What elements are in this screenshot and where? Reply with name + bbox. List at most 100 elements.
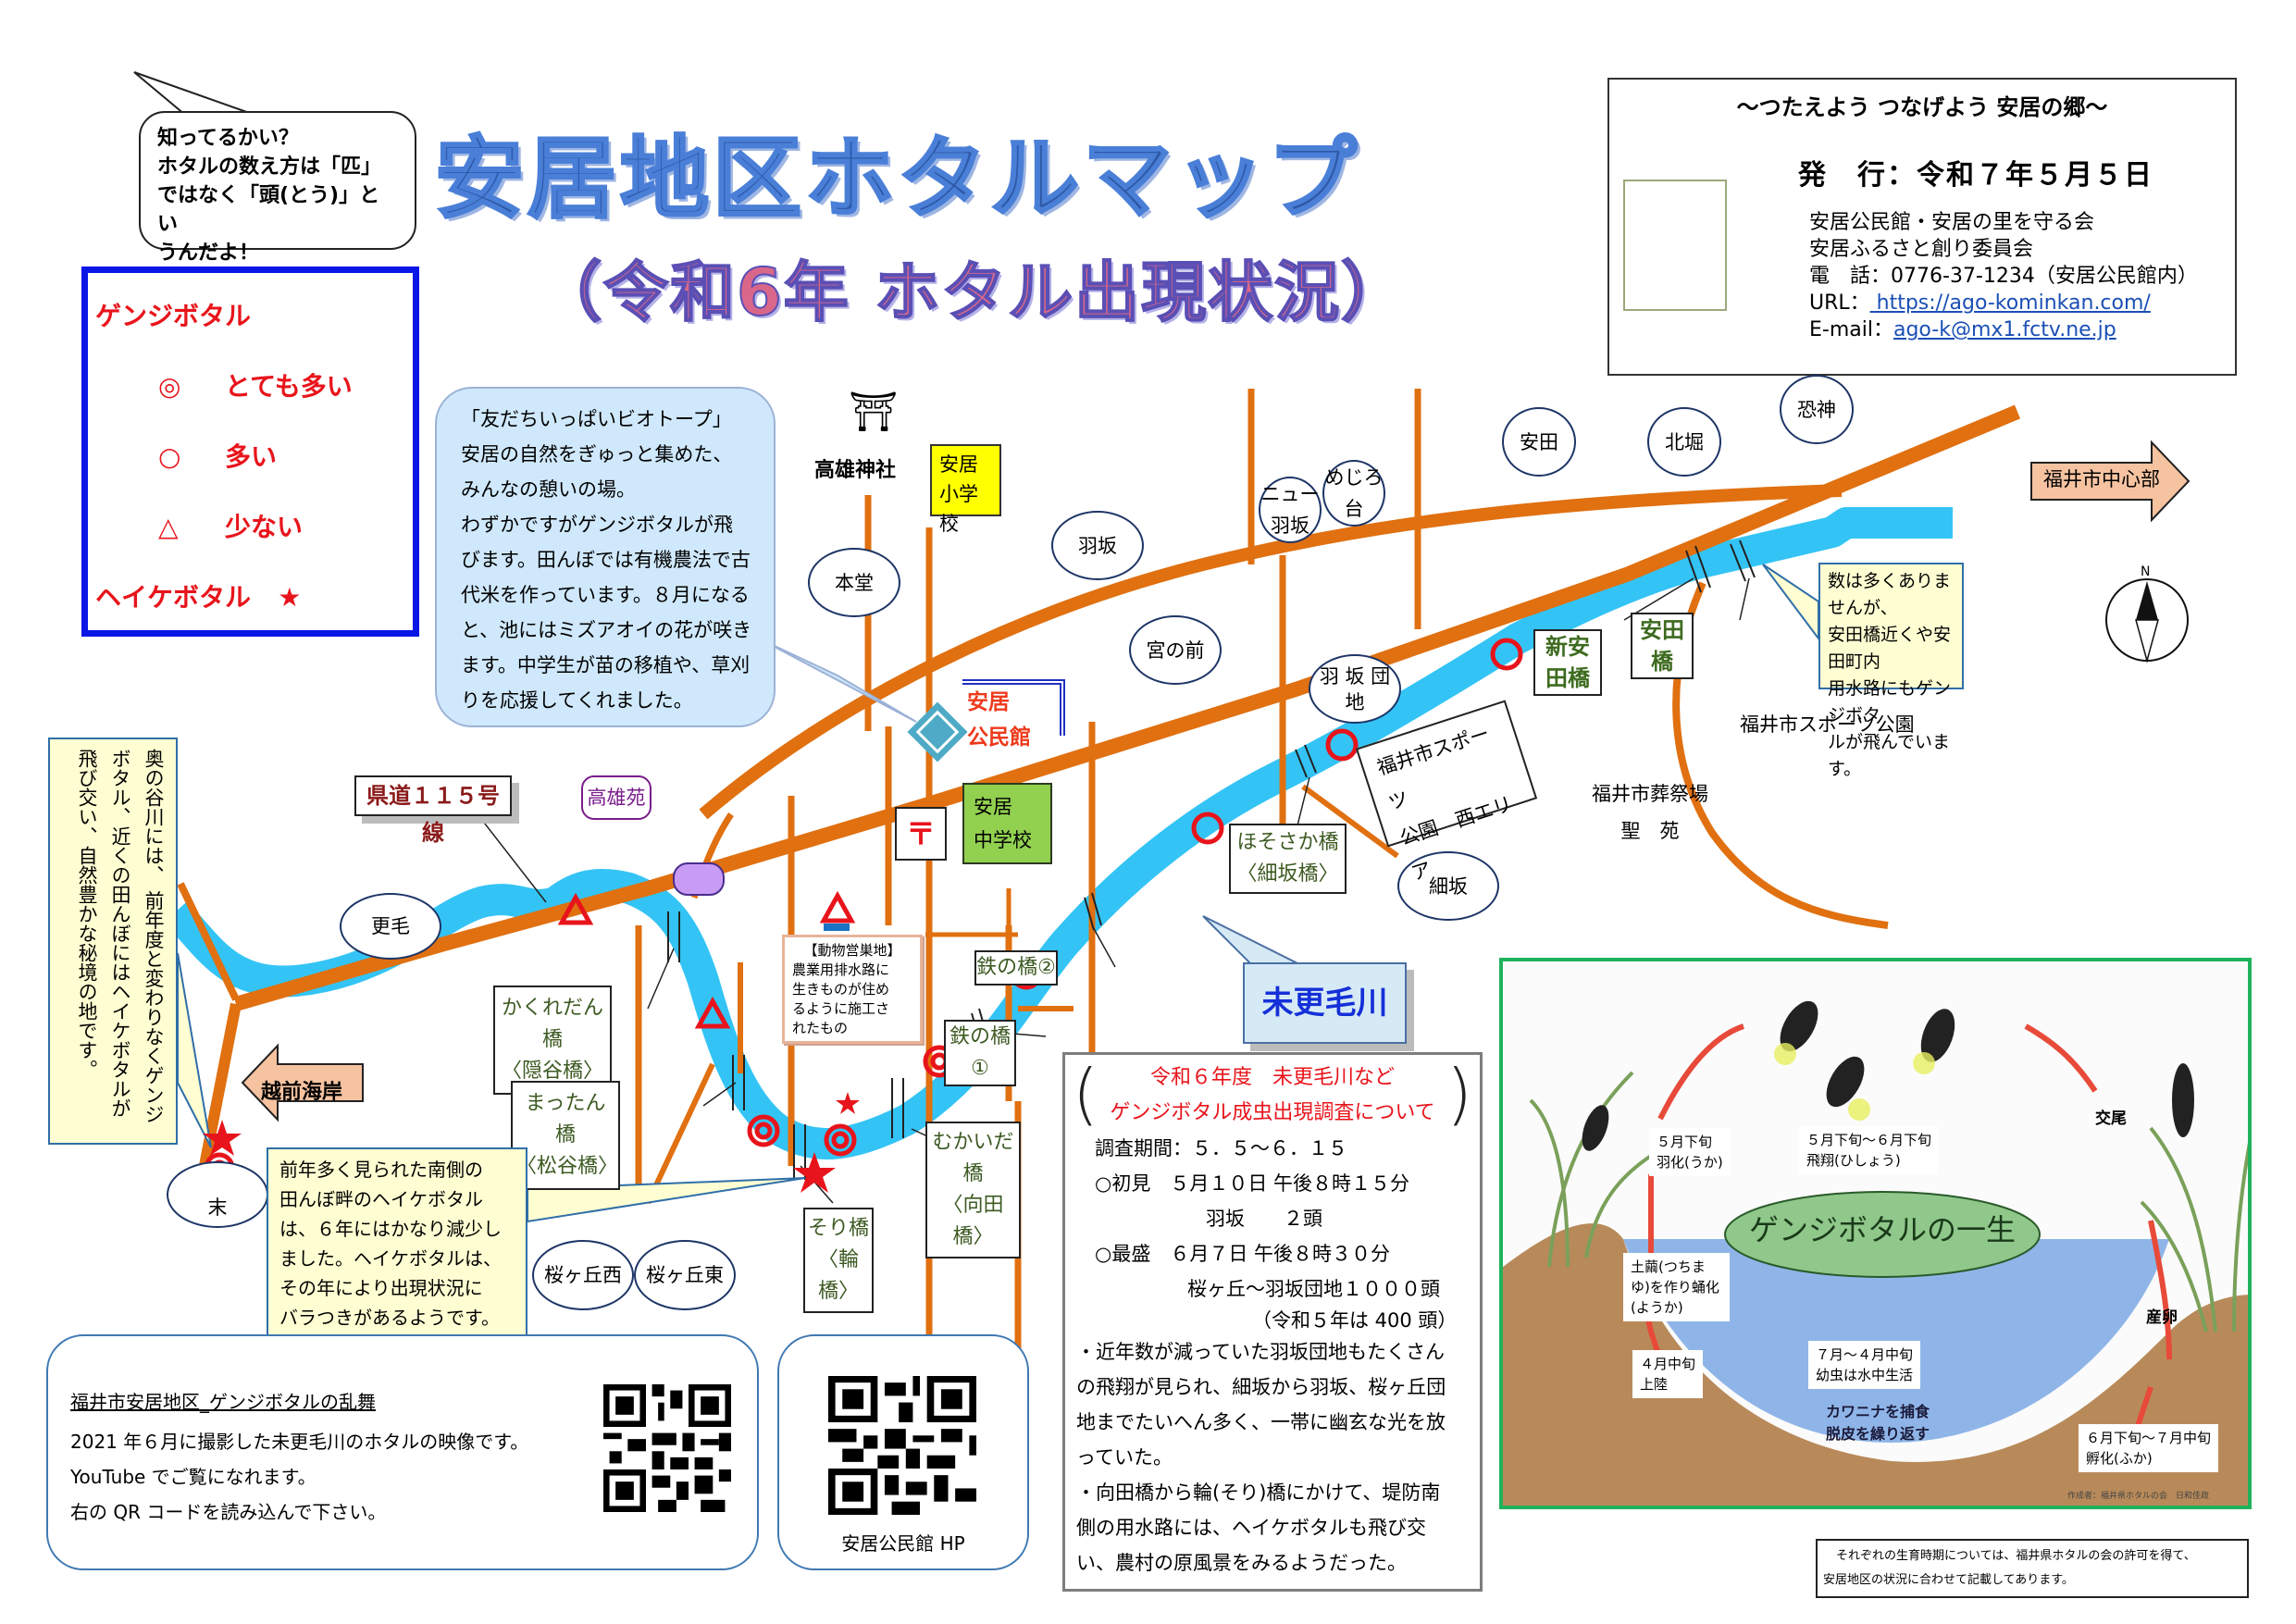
stage-period: ４月中旬: [1640, 1356, 1696, 1372]
note-line: ルが飛んでいます。: [1828, 732, 1951, 779]
stage-period: ５月下旬: [1657, 1134, 1713, 1150]
slogan: ～つたえよう つなげよう 安居の郷～: [1736, 94, 2108, 120]
video-line: YouTube でご覧になれます。: [70, 1466, 316, 1488]
survey-body-line: ・向田橋から輪(そり)橋にかけて、堤防南: [1076, 1481, 1441, 1504]
note-line: バラつきがあるようです。: [279, 1307, 500, 1329]
bridge-kanji: 〈輪橋〉: [817, 1248, 859, 1303]
phone-label: 電 話：: [1809, 265, 1892, 288]
bridge-name: かくれだん橋: [501, 997, 603, 1051]
bridge-label-yasuda: 安田橋: [1631, 613, 1694, 679]
bridge-name: ほそさか橋: [1236, 831, 1339, 854]
shrine-icon: ⛩: [849, 389, 899, 434]
bridge-label-sori: そり橋〈輪橋〉: [803, 1208, 874, 1313]
email-line: E-mail：ago-k@mx1.fctv.ne.jp: [1809, 316, 2198, 343]
arrow-fukui-center: [2030, 440, 2191, 523]
survey-peak: ○最盛 ６月７日 午後８時３０分: [1095, 1243, 1390, 1265]
url-link[interactable]: https://ago-kominkan.com/: [1869, 291, 2151, 315]
survey-body-line: ・近年数が減っていた羽坂団地もたくさん: [1076, 1341, 1445, 1363]
hall-name-2: 聖 苑: [1620, 820, 1680, 842]
star-icon: ★: [278, 582, 302, 613]
survey-first-seen: ○初見 ５月１０日 午後８時１５分: [1095, 1172, 1409, 1195]
footnote-line: 安居地区の状況に合わせて記載してあります。: [1823, 1573, 2074, 1587]
school-name-1: 安居: [939, 453, 978, 476]
org-line-2: 安居ふるさと創り委員会: [1809, 238, 2034, 261]
bridge-label-hosozaka: ほそさか橋〈細坂橋〉: [1229, 824, 1347, 894]
area-miyanomae: 宮の前: [1129, 615, 1222, 685]
tip-line: 知ってるかい？: [157, 127, 299, 150]
hp-qr-box: 安居公民館 HP: [777, 1334, 1029, 1570]
triangle-icon: △: [158, 512, 179, 542]
north-label: N: [2141, 564, 2151, 579]
bridge-name: 安田橋: [1640, 617, 1684, 675]
survey-header: 令和６年度 未更毛川など ゲンジボタル成虫出現調査について: [1073, 1059, 1472, 1131]
bridge-name: まったん橋: [525, 1092, 606, 1147]
legend-heike-title: ヘイケボタル: [95, 582, 252, 613]
publish-date: 発 行：令和７年５月５日: [1798, 159, 2153, 192]
bridge-name: 新安田橋: [1545, 634, 1590, 691]
page-title: 安居地区ホタルマップ: [434, 126, 1360, 232]
note-line: と、池にはミズアオイの花が咲き: [461, 619, 752, 641]
bridge-kanji: 〈細坂橋〉: [1236, 862, 1339, 886]
email-link[interactable]: ago-k@mx1.fctv.ne.jp: [1893, 318, 2116, 341]
legend-label: とても多い: [225, 371, 353, 402]
survey-first-seen-place: 羽坂 ２頭: [1206, 1208, 1322, 1230]
bridge-name: 鉄の橋②: [976, 956, 1056, 979]
bridge-name: 鉄の橋①: [949, 1025, 1011, 1080]
lifecycle-footnote: それぞれの生育時期については、福井県ホタルの会の許可を得て、 安居地区の状況に合…: [1816, 1539, 2249, 1598]
hp-qr-code[interactable]: [828, 1376, 976, 1515]
label-takaoen: 高雄苑: [581, 775, 652, 820]
video-text: 2021 年６月に撮影した未更毛川のホタルの映像です。 YouTube でご覧に…: [70, 1424, 528, 1530]
note-line: ました。ヘイケボタルは、: [279, 1247, 502, 1270]
school-name-2: 小学校: [939, 483, 978, 535]
label-route-115: 県道１１５号線: [354, 775, 512, 846]
area-hondo: 本堂: [808, 548, 900, 617]
yasuda-note: 数は多くありませんが、 安田橋近くや安田町内 用水路にもゲンジボタ ルが飛んでい…: [1818, 563, 1964, 779]
stage-period: ７月～４月中旬: [1816, 1346, 1914, 1363]
hall-name-1: 福井市葬祭場: [1592, 783, 1708, 805]
label-sports-park: 福井市スポーツ公園: [1740, 713, 1915, 736]
cc-name-2: 公民館: [967, 725, 1031, 750]
bridge-label-tetsu-2: 鉄の橋②: [974, 950, 1058, 986]
tip-speech-bubble: 知ってるかい？ ホタルの数え方は「匹」 ではなく「頭(とう)」とい うんだよ！: [139, 111, 416, 265]
page-subtitle: （令和6年 ホタル出現状況）: [536, 254, 1409, 331]
stage-egg-laying: 産卵: [2146, 1308, 2178, 1327]
area-mejirodai: めじろ台: [1322, 460, 1385, 527]
label-elementary-school: 安居 小学校: [930, 444, 1001, 535]
survey-title-2: ゲンジボタル成虫出現調査について: [1110, 1101, 1435, 1124]
lifecycle-illustration: ゲンジボタルの一生 ５月下旬羽化(うか) ５月下旬～６月下旬飛翔(ひしょう) 交…: [1499, 958, 2252, 1509]
nest-line: れたもの: [792, 1020, 849, 1036]
bridge-label-tetsu-1: 鉄の橋①: [944, 1020, 1016, 1086]
bridge-label-mattan: まったん橋〈松谷橋〉: [511, 1081, 620, 1190]
note-line: その年により出現状況に: [279, 1277, 483, 1299]
survey-period: 調査期間：５．５～６．１５: [1095, 1137, 1347, 1159]
area-hosozaka: 細坂: [1397, 851, 1499, 921]
heike-note: 前年多く見られた南側の 田んぼ畔のヘイケボタル は、６年にはかなり減少し ました…: [267, 1147, 527, 1344]
heike-stars: [203, 1092, 860, 1193]
label-junior-high-school: 安居 中学校: [962, 783, 1052, 864]
area-name-1: めじろ: [1324, 466, 1384, 489]
area-name-2: 羽坂: [1271, 514, 1309, 537]
legend-item-many: ○多い: [95, 434, 405, 504]
cc-name-1: 安居: [967, 690, 1010, 714]
org-line-1: 安居公民館・安居の里を守る会: [1809, 211, 2095, 234]
community-center-icon: [907, 701, 968, 762]
stage-emergence: ５月下旬羽化(うか): [1649, 1128, 1731, 1176]
bridge-kanji: 〈向田橋〉: [942, 1194, 1004, 1248]
note-line: 数は多くありませんが、: [1828, 571, 1952, 618]
nest-line: 生きものが住め: [792, 981, 890, 998]
area-sarage: 更毛: [340, 893, 441, 960]
hp-qr-label: 安居公民館 HP: [841, 1532, 965, 1555]
stage-flight: ５月下旬～６月下旬飛翔(ひしょう): [1799, 1126, 1940, 1174]
youtube-qr-code[interactable]: [603, 1384, 731, 1512]
logo-icon: [1623, 180, 1727, 311]
survey-title-1: 令和６年度 未更毛川など: [1149, 1066, 1395, 1089]
bridge-label-shin-yasuda: 新安田橋: [1533, 629, 1602, 696]
stage-pupation: 土繭(つちまゆ)を作り蛹化(ようか): [1623, 1253, 1730, 1321]
video-title[interactable]: 福井市安居地区_ゲンジボタルの乱舞: [70, 1391, 376, 1413]
arrow-echizen-coast: [241, 1043, 364, 1122]
animal-nest-note: 【動物営巣地】 農業用排水路に 生きものが住め るように施工さ れたもの: [782, 935, 923, 1044]
school-name-1: 安居: [974, 796, 1012, 818]
area-hasaka-danchi: 羽 坂 団 地: [1309, 654, 1401, 724]
bridge-marks: [667, 539, 1756, 1180]
tip-line: うんだよ！: [157, 242, 260, 265]
